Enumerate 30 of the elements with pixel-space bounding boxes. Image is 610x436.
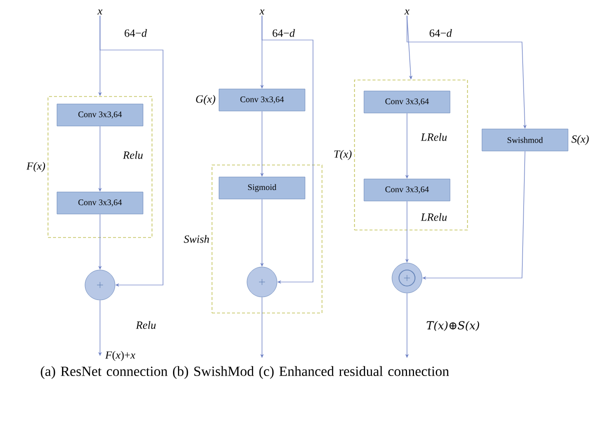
input-label: x: [404, 9, 410, 15]
side-label: G(x): [196, 95, 216, 105]
arrow: [262, 15, 314, 284]
output-label: F(x)+x: [105, 351, 136, 361]
adder-circle: [392, 262, 422, 294]
process-box: Conv 3x3,64: [56, 192, 144, 214]
adder-circle: [246, 266, 278, 298]
figure-caption: (a) ResNet connection (b) SwishMod (c) Enhanced residual connection: [40, 366, 449, 379]
edge-label: T(x)⊕S(x): [425, 320, 481, 332]
edge-label: Relu: [122, 150, 144, 160]
channel-label: 64−d: [272, 29, 295, 37]
process-box: Conv 3x3,64: [218, 88, 306, 112]
channel-label: 64−d: [430, 29, 452, 37]
edge-label: LRelu: [420, 212, 448, 222]
frame-label: Swish: [184, 235, 209, 243]
process-box: Swishmod: [482, 128, 568, 152]
adder-circle: [84, 270, 116, 300]
frame-label: T(x): [334, 150, 352, 160]
process-box: Sigmoid: [218, 176, 306, 200]
arrow: [100, 15, 164, 287]
process-box: Conv 3x3,64: [364, 90, 450, 114]
process-box: Conv 3x3,64: [364, 178, 450, 202]
edge-label: LRelu: [420, 132, 448, 142]
input-label: x: [259, 9, 264, 15]
side-label: S(x): [572, 135, 589, 145]
channel-label: 64−d: [124, 29, 147, 37]
frame-label: F(x): [26, 162, 46, 172]
edge-label: Relu: [134, 320, 158, 330]
process-box: Conv 3x3,64: [56, 104, 144, 126]
input-label: x: [97, 9, 102, 15]
